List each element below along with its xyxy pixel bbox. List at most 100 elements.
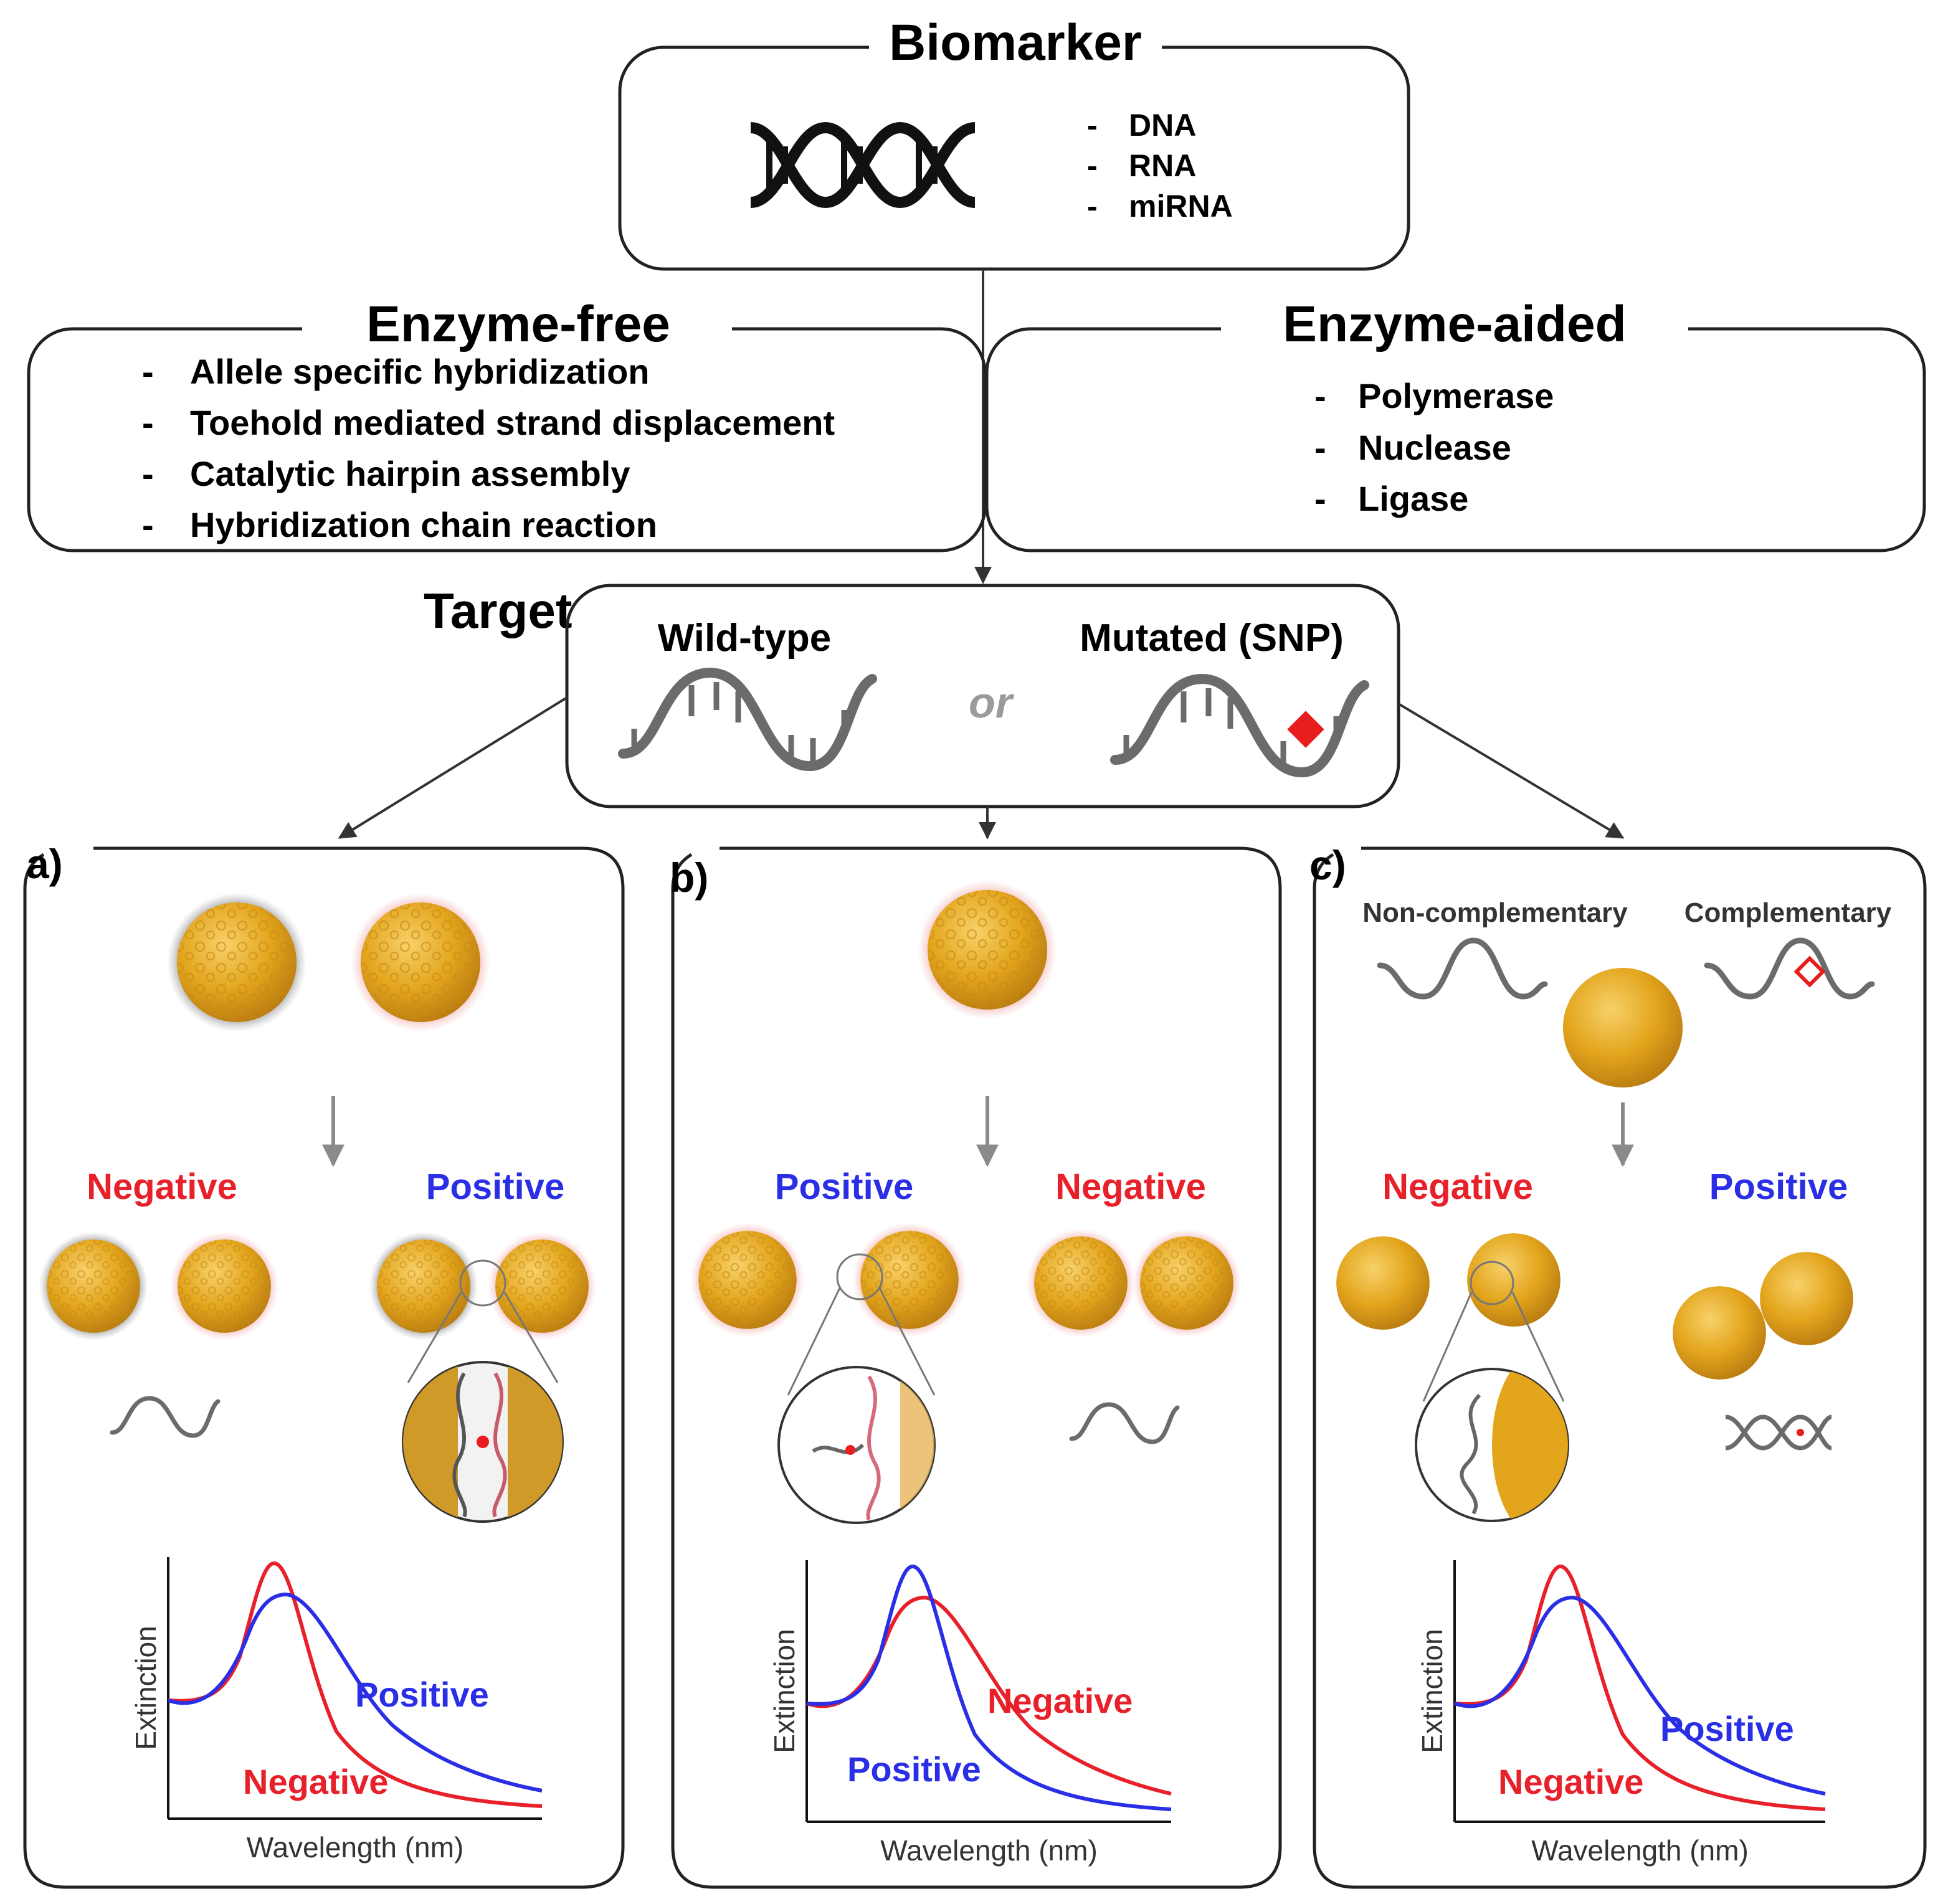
panel-b-negative-label: Negative: [1055, 1167, 1206, 1207]
chart-ylabel: Extinction: [1416, 1629, 1448, 1753]
enzyme-free-item: Toehold mediated strand displacement: [190, 403, 835, 442]
enzyme-free-list: - Allele specific hybridization - Toehol…: [142, 352, 835, 544]
pink-nanoparticle: [1026, 1228, 1136, 1338]
list-dash: -: [142, 352, 154, 391]
target-box: [565, 584, 1400, 808]
pink-nanoparticle: [918, 880, 1057, 1020]
panel-a-negative-label: Negative: [87, 1167, 237, 1207]
snp-marker-icon: [1793, 955, 1826, 988]
spectrum-curve-negative: [168, 1561, 543, 1808]
snp-marker-icon: [1287, 711, 1324, 748]
zoom-circle: [1470, 1261, 1514, 1305]
pink-nanoparticle: [169, 1231, 279, 1341]
list-dash: -: [1087, 189, 1098, 224]
list-dash: -: [142, 403, 154, 442]
non-complementary-label: Non-complementary: [1362, 898, 1628, 928]
enzyme-aided-item: Polymerase: [1358, 376, 1554, 415]
spectrum-series-label: Negative: [1498, 1762, 1643, 1801]
spectrum-curve-positive: [168, 1592, 543, 1793]
list-dash: -: [142, 454, 154, 493]
spectrum-curve-positive: [1454, 1595, 1826, 1796]
enzyme-aided-item: Ligase: [1358, 479, 1468, 518]
panel-c: c) Non-complementary Complementary Negat…: [1309, 842, 1927, 1889]
pink-nanoparticle: [1132, 1228, 1242, 1338]
arrow-to-panel-a: [338, 696, 568, 839]
enzyme-aided-list: - Polymerase - Nuclease - Ligase: [1314, 376, 1554, 518]
spectrum-curve-negative: [806, 1595, 1172, 1796]
wild-type-label: Wild-type: [658, 617, 831, 660]
spectrum-series-label: Positive: [847, 1750, 981, 1789]
chart-ylabel: Extinction: [130, 1626, 162, 1750]
spectrum-curve-negative: [1454, 1564, 1826, 1811]
list-dash: -: [1087, 108, 1098, 143]
list-dash: -: [142, 505, 154, 544]
grey-nanoparticle: [369, 1231, 478, 1341]
chart-xlabel: Wavelength (nm): [880, 1834, 1098, 1867]
biomarker-title: Biomarker: [889, 14, 1142, 71]
mutated-label: Mutated (SNP): [1080, 617, 1344, 660]
enzyme-aided-title: Enzyme-aided: [1283, 296, 1626, 353]
panel-a-positive-label: Positive: [426, 1167, 564, 1207]
pink-nanoparticle: [690, 1223, 805, 1337]
biomarker-item-dna: DNA: [1129, 108, 1196, 143]
arrow-to-panel-c: [1397, 703, 1625, 839]
panel-b-positive-label: Positive: [775, 1167, 913, 1207]
zoom-detail: [1415, 1368, 1569, 1522]
bare-gold-nanoparticle: [1673, 1286, 1766, 1380]
chart-xlabel: Wavelength (nm): [1531, 1834, 1749, 1867]
zoom-detail: [777, 1366, 936, 1524]
spectrum-series-label: Positive: [1660, 1709, 1794, 1748]
spectrum-series-label: Negative: [987, 1681, 1133, 1720]
enzyme-free-item: Allele specific hybridization: [190, 352, 650, 391]
panel-c-negative-label: Negative: [1382, 1167, 1533, 1207]
pink-nanoparticle: [852, 1223, 967, 1337]
non-complementary-strand-icon: [1377, 937, 1548, 1000]
bare-gold-nanoparticle: [1336, 1236, 1430, 1330]
biomarker-list: - DNA - RNA - miRNA: [1087, 108, 1233, 224]
panel-a-label: a): [26, 841, 63, 887]
grey-nanoparticle: [39, 1231, 148, 1341]
list-dash: -: [1087, 148, 1098, 183]
pink-nanoparticle: [351, 893, 490, 1032]
zoom-circle: [836, 1253, 883, 1300]
chart-ylabel: Extinction: [768, 1629, 800, 1753]
panel-c-positive-label: Positive: [1709, 1167, 1848, 1207]
spectrum-series-label: Negative: [243, 1762, 388, 1801]
enzyme-aided-item: Nuclease: [1358, 428, 1511, 467]
biomarker-item-mirna: miRNA: [1129, 189, 1233, 224]
wild-type-strand-icon: [618, 667, 877, 772]
bare-gold-nanoparticle: [1760, 1252, 1853, 1345]
panel-a: a) Negative Positive: [23, 841, 625, 1889]
duplex-dna-icon: [1725, 1414, 1833, 1451]
zoom-circle: [459, 1259, 506, 1307]
complementary-strand-icon: [1704, 937, 1875, 1000]
pink-nanoparticle: [487, 1231, 597, 1341]
spectrum-series-label: Positive: [355, 1675, 489, 1714]
biomarker-box: [618, 45, 1410, 271]
bare-gold-nanoparticle: [1563, 968, 1683, 1087]
target-title: Target: [424, 583, 572, 638]
or-label: or: [969, 678, 1015, 727]
enzyme-free-item: Hybridization chain reaction: [190, 505, 657, 544]
dna-double-helix-icon: [749, 121, 976, 209]
list-dash: -: [1314, 479, 1326, 518]
biomarker-item-rna: RNA: [1129, 148, 1196, 183]
complementary-label: Complementary: [1684, 898, 1892, 928]
free-strand-icon: [1069, 1402, 1180, 1444]
free-strand-icon: [110, 1396, 221, 1438]
list-dash: -: [1314, 376, 1326, 415]
enzyme-free-title: Enzyme-free: [366, 296, 670, 353]
zoom-detail: [402, 1361, 564, 1523]
grey-nanoparticle: [167, 893, 306, 1032]
panel-b-label: b): [670, 855, 708, 901]
panel-b: b) Positive Negative: [670, 846, 1282, 1889]
mutated-strand-icon: [1110, 673, 1369, 778]
enzyme-free-item: Catalytic hairpin assembly: [190, 454, 630, 493]
chart-xlabel: Wavelength (nm): [247, 1831, 464, 1864]
spectrum-curve-positive: [806, 1564, 1172, 1811]
list-dash: -: [1314, 428, 1326, 467]
